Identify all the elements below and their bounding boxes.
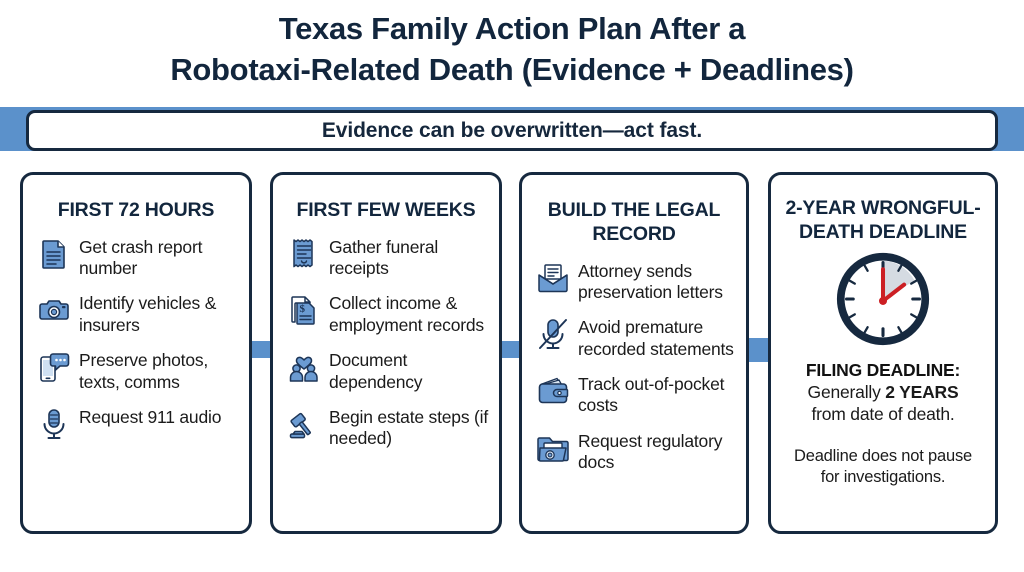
banner-text: Evidence can be overwritten—act fast. xyxy=(321,118,703,142)
card-title: BUILD THE LEGAL RECORD xyxy=(547,199,721,245)
receipt-icon xyxy=(288,238,320,270)
list-item-label: Collect income & employment records xyxy=(329,293,484,335)
banner-callout: Evidence can be overwritten—act fast. xyxy=(26,110,998,151)
list-item-label: Attorney sends preservation letters xyxy=(578,260,723,302)
list-item: Gather funeral receipts xyxy=(283,237,489,280)
card-first-few-weeks: FIRST FEW WEEKS Gather funeral receipts xyxy=(270,172,502,534)
list-item-label: Get crash report number xyxy=(79,236,203,279)
list-item: $ Collect income & employment records xyxy=(283,293,489,336)
list-item: Document dependency xyxy=(283,350,489,393)
camera-icon xyxy=(38,294,70,326)
list-item: Identify vehicles & insurers xyxy=(33,293,239,336)
svg-text:$: $ xyxy=(300,303,306,315)
card-two-year-deadline: 2-YEAR WRONGFUL-DEATH DEADLINE xyxy=(768,172,998,534)
list-item-label: Document dependency xyxy=(329,350,423,392)
list-item: Attorney sends preservation letters xyxy=(532,261,736,304)
list-item: Preserve photos, texts, comms xyxy=(33,350,239,393)
filing-deadline-line: Generally 2 YEARS xyxy=(787,381,979,403)
list-item-label: Begin estate steps (if needed) xyxy=(329,406,489,449)
card-item-list: Gather funeral receipts $ Collect income… xyxy=(283,237,489,450)
card-item-list: Attorney sends preservation letters Avoi… xyxy=(532,261,736,474)
gavel-icon xyxy=(288,408,320,440)
clock-icon-wrapper xyxy=(781,251,985,347)
card-build-the-legal-record: BUILD THE LEGAL RECORD Attorney sends pr… xyxy=(519,172,749,534)
card-first-72-hours: FIRST 72 HOURS Get crash report number xyxy=(20,172,252,534)
list-item: Track out-of-pocket costs xyxy=(532,374,736,417)
list-item-label: Avoid premature recorded statements xyxy=(578,317,734,359)
dollar-document-icon: $ xyxy=(288,294,320,326)
card-title: FIRST FEW WEEKS xyxy=(296,199,476,221)
filing-deadline-emphasis: 2 YEARS xyxy=(885,381,959,402)
list-item-label: Identify vehicles & insurers xyxy=(79,293,217,335)
clock-icon xyxy=(835,251,931,347)
list-item: Request regulatory docs xyxy=(532,431,736,474)
page-title-line-1: Texas Family Action Plan After a xyxy=(278,11,746,46)
folder-icon xyxy=(537,432,569,464)
deadline-note: Deadline does not pause for investigatio… xyxy=(794,446,972,487)
list-item-label: Request 911 audio xyxy=(79,406,222,427)
card-item-list: Get crash report number Identify vehicle… xyxy=(33,237,239,440)
filing-deadline-suffix: from date of death. xyxy=(811,404,955,425)
card-title: 2-YEAR WRONGFUL-DEATH DEADLINE xyxy=(785,197,981,243)
people-heart-icon xyxy=(288,351,320,383)
list-item: Avoid premature recorded statements xyxy=(532,317,736,360)
list-item: Request 911 audio xyxy=(33,407,239,440)
microphone-off-icon xyxy=(537,318,569,350)
wallet-icon xyxy=(537,375,569,407)
filing-deadline-heading: FILING DEADLINE: xyxy=(805,359,961,380)
document-icon xyxy=(38,238,70,270)
page-title-line-2: Robotaxi-Related Death (Evidence + Deadl… xyxy=(170,52,854,88)
microphone-icon xyxy=(38,408,70,440)
list-item-label: Preserve photos, texts, comms xyxy=(79,350,209,392)
list-item: Get crash report number xyxy=(33,237,239,280)
card-title: FIRST 72 HOURS xyxy=(57,199,215,221)
phone-message-icon xyxy=(38,351,70,383)
list-item-label: Gather funeral receipts xyxy=(329,236,439,279)
list-item-label: Track out-of-pocket costs xyxy=(578,373,725,416)
list-item: Begin estate steps (if needed) xyxy=(283,407,489,450)
page-title: Texas Family Action Plan After a Robotax… xyxy=(0,8,1024,90)
filing-deadline-prefix: Generally xyxy=(807,381,886,402)
envelope-icon xyxy=(537,262,569,294)
filing-deadline-block: FILING DEADLINE: Generally 2 YEARS from … xyxy=(781,359,985,426)
list-item-label: Request regulatory docs xyxy=(578,430,723,472)
